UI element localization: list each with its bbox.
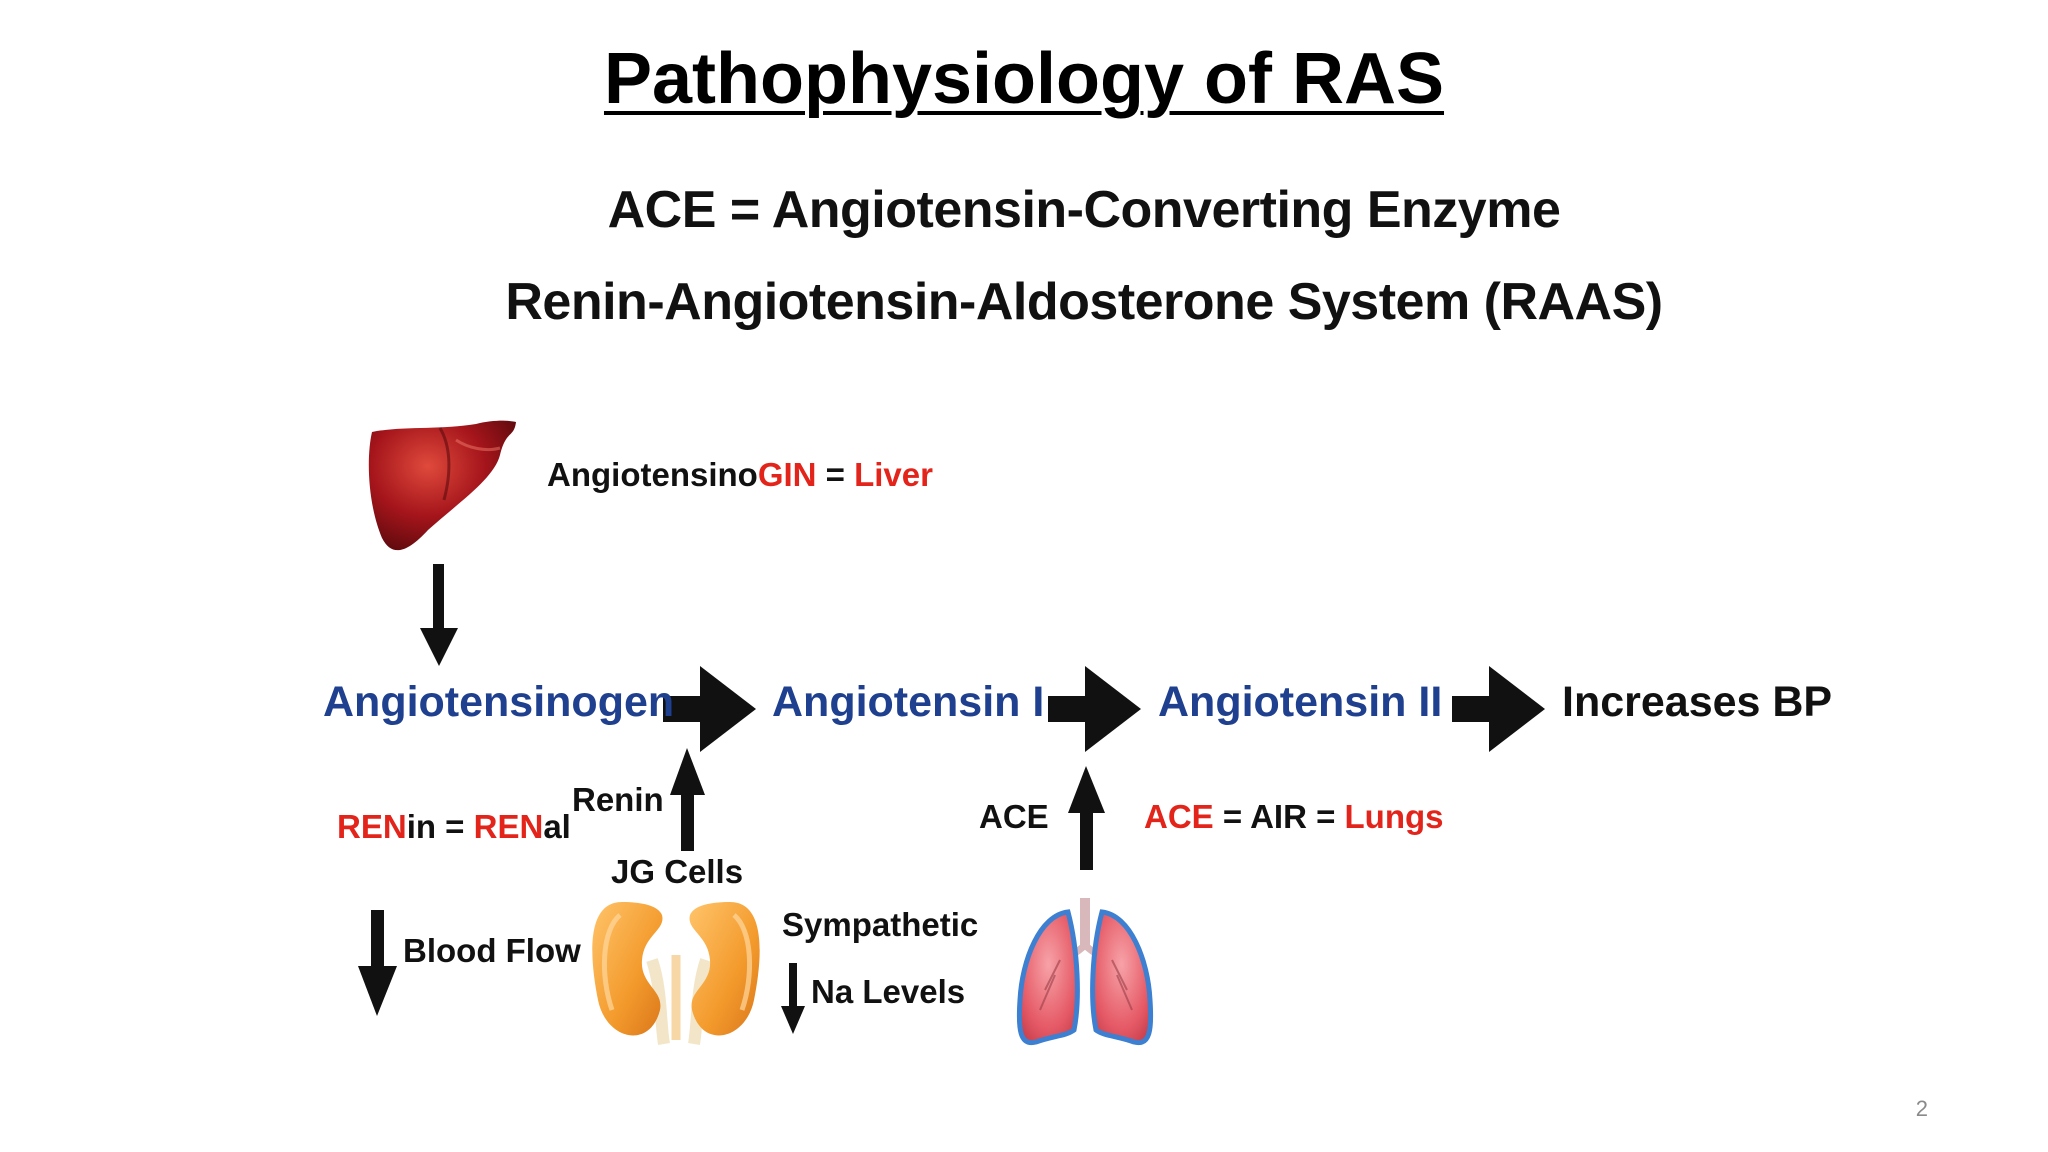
slide-title: Pathophysiology of RAS (603, 39, 1445, 119)
node-angiotensin-1: Angiotensin I (772, 678, 1045, 726)
down-arrow-icon (781, 963, 805, 1034)
ace-label: ACE (979, 798, 1049, 835)
ace-definition: ACE = Angiotensin-Converting Enzyme (607, 181, 1561, 239)
jg-cells-label: JG Cells (611, 853, 744, 890)
right-arrow-icon (1048, 666, 1141, 752)
down-arrow-icon (420, 564, 458, 666)
down-arrow-icon (358, 910, 397, 1016)
ace-air-lungs-note: ACE = AIR = Lungs (1144, 798, 1444, 835)
renin-label: Renin (572, 781, 664, 818)
renin-renal-note: RENin = RENal (337, 808, 571, 845)
kidneys-icon (592, 902, 760, 1045)
angiotensinogen-liver-note: AngiotensinoGIN = Liver (547, 456, 933, 493)
node-angiotensinogen: Angiotensinogen (323, 678, 675, 726)
page-number: 2 (1915, 1096, 1928, 1121)
sympathetic-label: Sympathetic (782, 906, 979, 943)
up-arrow-icon (670, 748, 705, 851)
liver-icon (368, 420, 516, 551)
right-arrow-icon (663, 666, 756, 752)
raas-definition: Renin-Angiotensin-Aldosterone System (RA… (505, 273, 1663, 331)
na-levels-label: Na Levels (811, 973, 966, 1010)
node-angiotensin-2: Angiotensin II (1158, 678, 1443, 726)
lungs-icon (1016, 898, 1154, 1046)
blood-flow-label: Blood Flow (403, 932, 581, 969)
right-arrow-icon (1452, 666, 1545, 752)
node-increases-bp: Increases BP (1562, 678, 1833, 726)
up-arrow-icon (1068, 766, 1105, 870)
